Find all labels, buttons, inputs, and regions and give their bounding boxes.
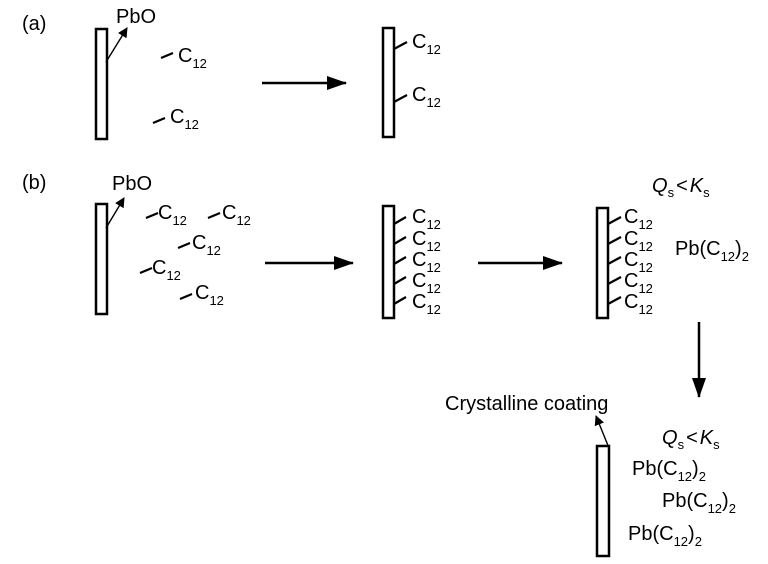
molecule-label: C12 xyxy=(178,45,207,71)
molecule-tail xyxy=(145,211,159,220)
molecule-label: C12 xyxy=(624,270,653,296)
condition-label: Qs<Ks xyxy=(652,175,710,200)
molecule-label: C12 xyxy=(222,202,251,228)
bound-molecule-tail xyxy=(393,296,407,305)
pointer-arrow xyxy=(105,27,128,63)
substrate-plate xyxy=(595,206,610,320)
molecule-label: C12 xyxy=(412,31,441,57)
molecule-label: C12 xyxy=(152,257,181,283)
pbo-label: PbO xyxy=(116,6,156,28)
bound-molecule-tail xyxy=(607,296,622,305)
molecule-label: C12 xyxy=(158,202,187,228)
coated-plate xyxy=(595,444,611,558)
bound-molecule-tail xyxy=(607,236,622,245)
molecule-label: C12 xyxy=(412,206,441,232)
complex-label: Pb(C12)2 xyxy=(662,490,736,516)
pbo-label: PbO xyxy=(112,173,152,195)
complex-label: Pb(C12)2 xyxy=(628,523,702,549)
molecule-label: C12 xyxy=(624,228,653,254)
substrate-plate xyxy=(381,204,396,320)
molecule-label: C12 xyxy=(412,291,441,317)
bound-molecule-tail xyxy=(607,256,622,265)
bound-molecule-tail xyxy=(393,236,407,245)
crystalline-coating-label: Crystalline coating xyxy=(445,393,608,415)
panel-b: (b) PbO C12 C12 C12 C12 C12 C12 C12 C12 … xyxy=(22,172,749,558)
molecule-label: C12 xyxy=(170,106,199,132)
substrate-plate xyxy=(94,202,109,316)
panel-a: (a) PbO C12 C12 C12 C12 xyxy=(22,6,441,141)
molecule-tail xyxy=(152,116,166,125)
molecule-tail xyxy=(139,266,153,275)
molecule-label: C12 xyxy=(624,291,653,317)
bound-molecule-tail xyxy=(393,216,407,225)
molecule-label: C12 xyxy=(412,249,441,275)
substrate-plate xyxy=(381,26,396,139)
molecule-tail xyxy=(177,241,191,250)
molecule-label: C12 xyxy=(412,84,441,110)
complex-label: Pb(C12)2 xyxy=(675,238,749,264)
panel-b-label: (b) xyxy=(22,172,46,194)
bound-molecule-tail xyxy=(607,276,622,285)
molecule-label: C12 xyxy=(412,228,441,254)
molecule-label: C12 xyxy=(624,249,653,275)
molecule-label: C12 xyxy=(195,282,224,308)
substrate-plate xyxy=(94,27,109,141)
condition-label: Qs<Ks xyxy=(662,427,720,452)
adsorbed-monolayer: C12 C12 C12 C12 C12 xyxy=(393,206,441,317)
bound-molecule-tail xyxy=(393,41,408,50)
molecule-tail xyxy=(179,292,193,301)
molecule-tail xyxy=(207,211,221,220)
bound-molecule-tail xyxy=(393,256,407,265)
molecule-label: C12 xyxy=(192,232,221,258)
complex-label: Pb(C12)2 xyxy=(632,458,706,484)
molecule-label: C12 xyxy=(412,270,441,296)
bound-molecule-tail xyxy=(393,94,408,103)
panel-a-label: (a) xyxy=(22,13,46,35)
bound-molecule-tail xyxy=(393,276,407,285)
molecule-tail xyxy=(160,51,174,60)
pointer-arrow xyxy=(594,415,610,449)
molecule-label: C12 xyxy=(624,206,653,232)
pointer-arrow xyxy=(105,197,125,229)
adsorbed-monolayer: C12 C12 C12 C12 C12 xyxy=(607,206,653,317)
bound-molecule-tail xyxy=(607,216,622,225)
